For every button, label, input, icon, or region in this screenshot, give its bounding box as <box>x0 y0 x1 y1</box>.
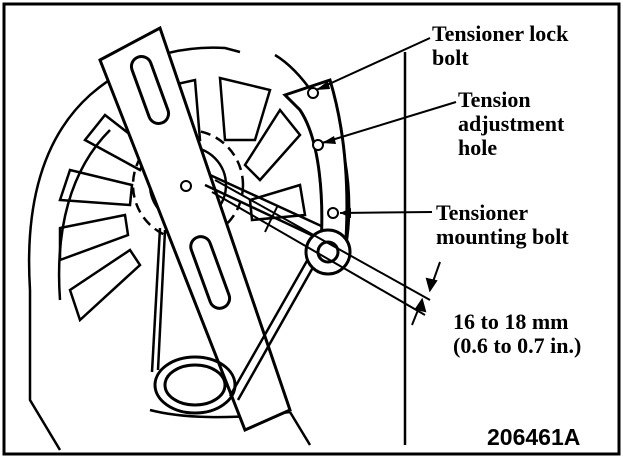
label-line: Tensioner lock <box>432 21 569 46</box>
label-line: (0.6 to 0.7 in.) <box>453 333 582 358</box>
deflection-guides <box>211 179 431 316</box>
figure-id: 206461A <box>487 424 581 450</box>
bracket-pivot <box>180 180 192 192</box>
leader-arrowheads <box>316 81 351 218</box>
label-line: 16 to 18 mm <box>453 309 569 334</box>
label-line: hole <box>458 135 498 160</box>
leader-lines <box>315 37 457 214</box>
tensioner-mounting-bolt-mark <box>327 207 339 219</box>
dimension-arrows <box>411 261 441 326</box>
label-line: Tension <box>458 87 531 112</box>
crank-pulley <box>153 355 237 415</box>
label-line: Tensioner <box>436 200 529 225</box>
label-line: mounting bolt <box>436 224 569 249</box>
label-tensioner-lock-bolt: Tensioner lock bolt <box>432 22 568 70</box>
label-belt-deflection: 16 to 18 mm (0.6 to 0.7 in.) <box>453 310 581 358</box>
label-tension-adjustment-hole: Tension adjustment hole <box>458 88 564 160</box>
tension-adjustment-hole-mark <box>312 139 324 151</box>
label-line: bolt <box>432 45 469 70</box>
slotted-bracket <box>98 25 292 433</box>
tensioner-pulley <box>304 228 352 276</box>
drive-belt <box>150 173 331 401</box>
label-tensioner-mounting-bolt: Tensioner mounting bolt <box>436 201 569 249</box>
figure-frame <box>2 2 621 456</box>
label-line: adjustment <box>458 111 565 136</box>
tensioner-lock-bolt-mark <box>307 87 319 99</box>
